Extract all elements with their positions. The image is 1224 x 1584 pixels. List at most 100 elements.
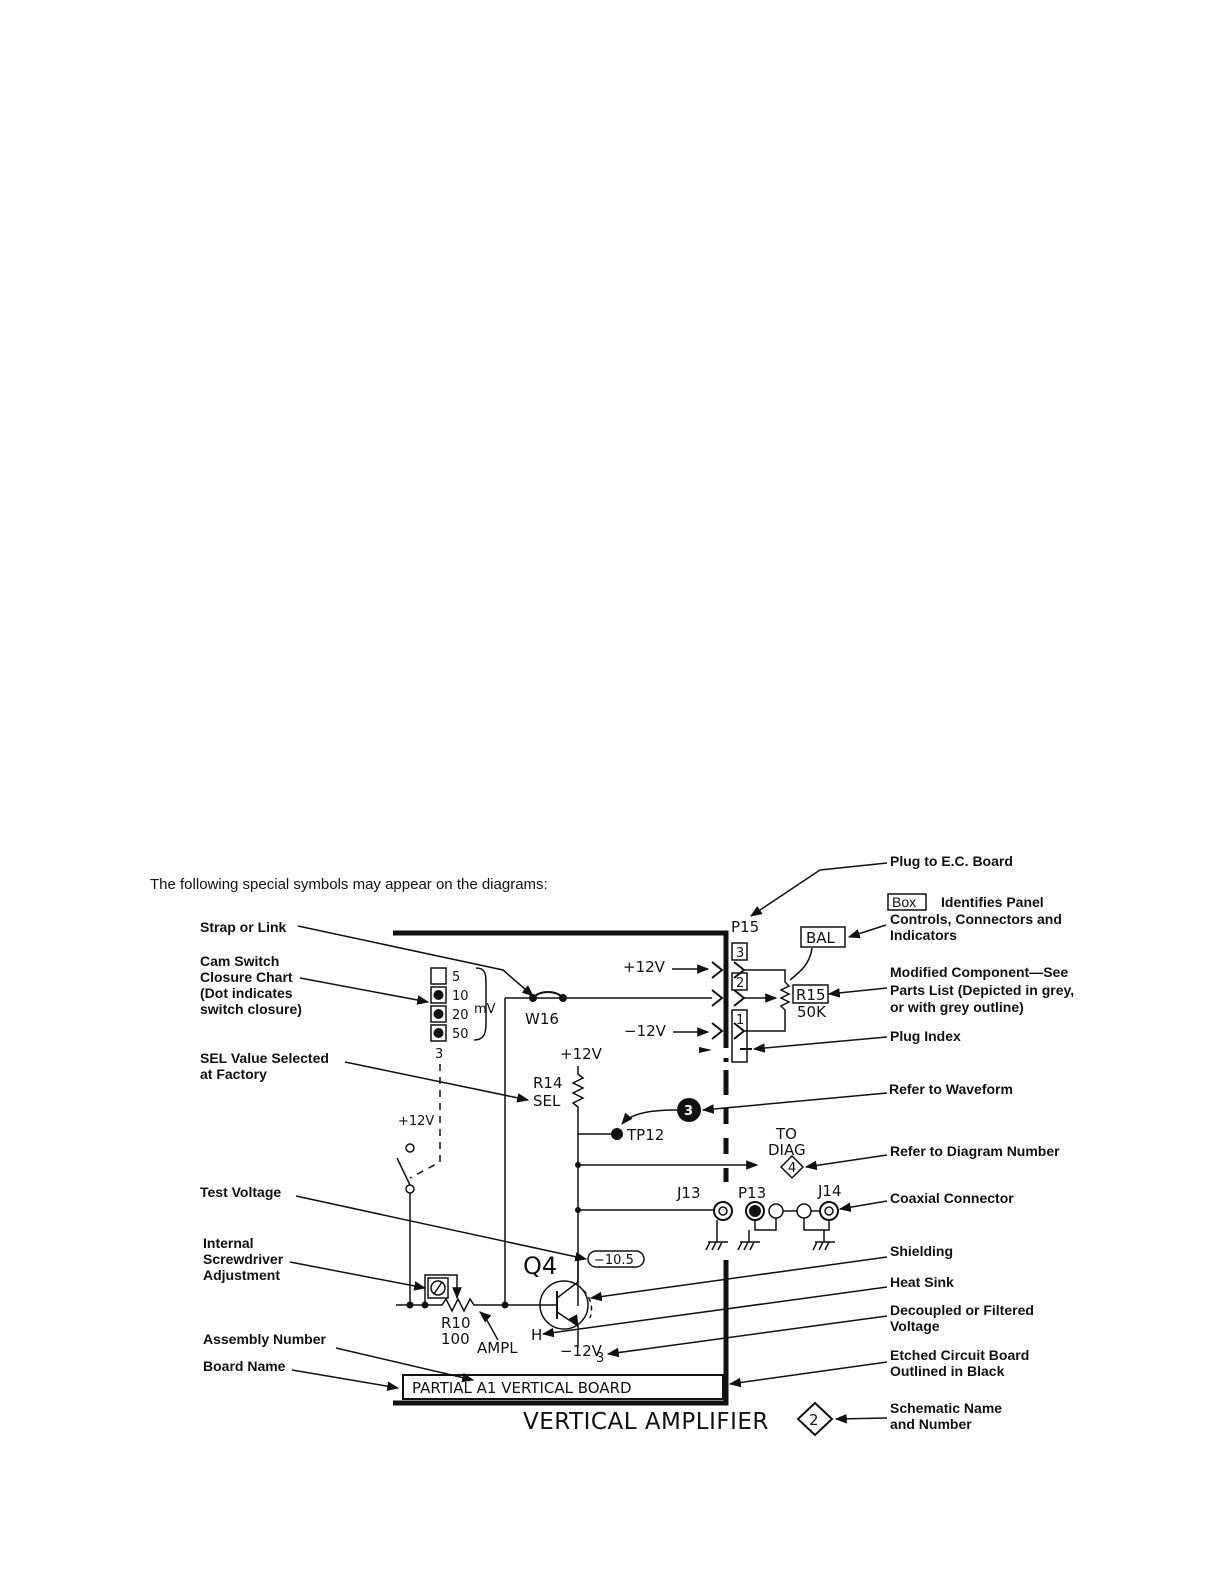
label-cam-line4: switch closure) bbox=[200, 1001, 302, 1017]
plug-index-mark-left bbox=[699, 1047, 712, 1053]
r10-label: R10 bbox=[441, 1314, 471, 1332]
cam-value-20: 20 bbox=[452, 1008, 469, 1023]
label-diagram-number: Refer to Diagram Number bbox=[890, 1143, 1060, 1159]
arrow-screwdriver bbox=[289, 1261, 427, 1291]
test-voltage-frame bbox=[587, 1250, 645, 1268]
j14-mate bbox=[796, 1203, 812, 1219]
r15-resistor bbox=[744, 969, 791, 1032]
r14-body bbox=[571, 1066, 585, 1306]
arrow-coaxial bbox=[838, 1200, 888, 1212]
to-label: TO bbox=[775, 1125, 797, 1143]
cam-unit: mV bbox=[474, 1002, 496, 1017]
w16-label: W16 bbox=[525, 1010, 559, 1028]
screwdriver-slot bbox=[433, 1281, 443, 1295]
schematic-title: VERTICAL AMPLIFIER bbox=[523, 1409, 769, 1435]
cam-switch: +12V bbox=[396, 1114, 434, 1305]
cam-dot-10 bbox=[433, 990, 444, 1000]
arrow-modified bbox=[827, 987, 888, 998]
r10-node-a bbox=[406, 1301, 414, 1309]
test-value: −10.5 bbox=[594, 1253, 634, 1268]
arrow-plug bbox=[750, 862, 888, 917]
label-sel: SEL Value Selected at Factory bbox=[200, 1050, 329, 1082]
minus12-a: −12V bbox=[624, 1022, 667, 1040]
diag-number: 4 bbox=[788, 1161, 796, 1176]
label-screwdriver-line2: Screwdriver bbox=[203, 1251, 284, 1267]
bal-box bbox=[800, 926, 846, 948]
arrow-shielding bbox=[589, 1256, 888, 1302]
r15-label: R15 bbox=[796, 986, 826, 1004]
label-schematic-line2: and Number bbox=[890, 1416, 972, 1432]
label-modified-line3: or with grey outline) bbox=[890, 999, 1024, 1015]
chevron-2-left bbox=[711, 989, 724, 1007]
pin-2: 2 bbox=[736, 976, 744, 991]
diag-label: DIAG bbox=[768, 1141, 806, 1159]
chevron-1-left bbox=[711, 1022, 724, 1040]
switch-blade bbox=[396, 1157, 411, 1186]
board-name-frame bbox=[402, 1374, 724, 1400]
q4-transistor: Q4 H −12V 3 bbox=[505, 1252, 604, 1366]
arrow-waveform bbox=[701, 1092, 888, 1114]
p13-label: P13 bbox=[738, 1184, 766, 1202]
p13-inner bbox=[749, 1205, 761, 1217]
label-cam-switch: Cam Switch Closure Chart (Dot indicates … bbox=[200, 953, 302, 1017]
label-waveform: Refer to Waveform bbox=[889, 1081, 1013, 1097]
cam-switch-chart: 5 10 20 50 mV 3 bbox=[409, 967, 496, 1179]
cam-number: 3 bbox=[435, 1047, 443, 1062]
bal-label: BAL bbox=[806, 929, 836, 947]
j14-outer bbox=[819, 1201, 839, 1221]
coax-p13: P13 bbox=[737, 1184, 784, 1251]
arrow-diagram-number bbox=[804, 1154, 888, 1171]
j14-shield-link bbox=[803, 1218, 830, 1231]
ampl-arrow bbox=[479, 1311, 499, 1341]
tp12-label: TP12 bbox=[626, 1126, 664, 1144]
cam-dashed-link bbox=[409, 1064, 441, 1179]
pin-1: 1 bbox=[736, 1013, 744, 1028]
r14-label: R14 bbox=[533, 1074, 563, 1092]
cam-box-50 bbox=[430, 1024, 447, 1042]
label-screwdriver-line3: Adjustment bbox=[203, 1267, 280, 1283]
label-strap: Strap or Link bbox=[200, 919, 287, 935]
label-sel-line2: at Factory bbox=[200, 1066, 267, 1082]
j14-inner bbox=[824, 1206, 834, 1216]
waveform-to-tp12-arrow bbox=[621, 1109, 678, 1125]
label-sel-line1: SEL Value Selected bbox=[200, 1050, 329, 1066]
cam-dot-20 bbox=[433, 1009, 444, 1019]
cam-dot-50 bbox=[433, 1028, 444, 1038]
arrow-strap bbox=[297, 925, 534, 997]
label-box-line1: Identifies Panel bbox=[941, 894, 1044, 910]
chevron-3-left bbox=[711, 961, 724, 979]
label-coaxial: Coaxial Connector bbox=[890, 1190, 1014, 1206]
label-screwdriver: Internal Screwdriver Adjustment bbox=[203, 1235, 284, 1283]
chevron-2-right bbox=[733, 989, 746, 1007]
box-sample-word: Box bbox=[892, 894, 916, 910]
screwdriver-box bbox=[427, 1277, 449, 1299]
label-schematic-line1: Schematic Name bbox=[890, 1400, 1002, 1416]
plus12-switch: +12V bbox=[398, 1114, 434, 1129]
j13-inner bbox=[718, 1206, 728, 1216]
cam-box-5 bbox=[430, 967, 447, 985]
r10-value: 100 bbox=[441, 1330, 470, 1348]
cam-box-20 bbox=[430, 1005, 447, 1023]
coax-j14: J14 bbox=[783, 1182, 842, 1251]
arrow-heat-sink bbox=[541, 1286, 888, 1338]
r14-value: SEL bbox=[533, 1092, 561, 1110]
board-outline-top bbox=[393, 930, 729, 1048]
label-etched-line1: Etched Circuit Board bbox=[890, 1347, 1029, 1363]
arrow-schematic bbox=[834, 1413, 888, 1424]
label-modified-line2: Parts List (Depicted in grey, bbox=[890, 982, 1074, 998]
diamond-shape bbox=[796, 1401, 834, 1437]
intro-text: The following special symbols may appear… bbox=[150, 876, 548, 893]
cam-value-5: 5 bbox=[452, 970, 460, 985]
j14-ground bbox=[812, 1230, 835, 1251]
schematic-number-diamond: 2 bbox=[796, 1401, 834, 1437]
label-modified-line1: Modified Component—See bbox=[890, 964, 1068, 980]
bal-link bbox=[789, 947, 813, 981]
label-schematic: Schematic Name and Number bbox=[890, 1400, 1002, 1432]
cam-value-50: 50 bbox=[452, 1027, 469, 1042]
w16-strap bbox=[532, 991, 564, 999]
label-etched-line2: Outlined in Black bbox=[890, 1363, 1005, 1379]
label-cam-line3: (Dot indicates bbox=[200, 985, 293, 1001]
arrow-box bbox=[847, 924, 887, 939]
label-decoupled-line2: Voltage bbox=[890, 1318, 940, 1334]
arrow-cam bbox=[299, 977, 430, 1005]
